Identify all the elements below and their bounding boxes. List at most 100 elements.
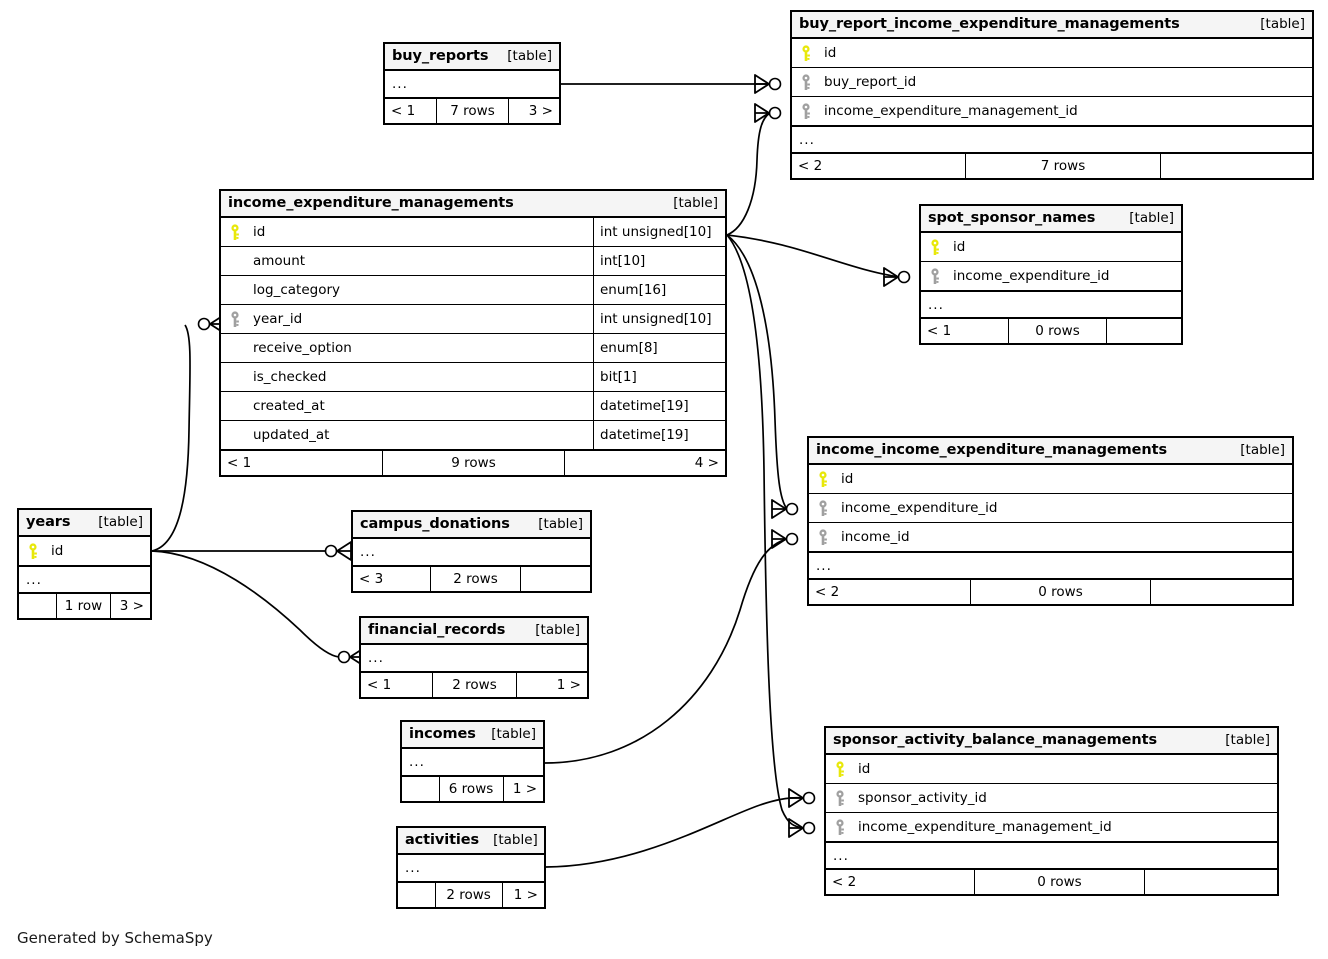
table-header-financial_records: financial_records[table] (361, 618, 587, 645)
table-header-income_expenditure_managements: income_expenditure_managements[table] (221, 191, 725, 218)
more-columns-indicator: ... (792, 126, 1312, 153)
footer-cell[interactable]: 0 rows (971, 580, 1151, 604)
footer-cell[interactable]: 1 > (513, 887, 538, 903)
footer-cell[interactable]: 6 rows (440, 777, 504, 801)
column-row[interactable]: income_expenditure_management_id (826, 813, 1277, 842)
column-row[interactable]: income_expenditure_id (809, 494, 1292, 523)
column-row[interactable]: id (792, 39, 1312, 68)
edge-iem-to-sponsor-balance (726, 234, 805, 829)
column-label: income_expenditure_id (953, 268, 1110, 284)
key-icon-primary (817, 470, 839, 488)
footer-cell[interactable]: < 2 (792, 154, 966, 178)
column-row[interactable]: buy_report_id (792, 68, 1312, 97)
footer-cell[interactable]: < 1 (221, 451, 383, 475)
footer-cell[interactable]: < 1 (361, 673, 433, 697)
table-title: buy_report_income_expenditure_management… (799, 16, 1180, 32)
footer-cell[interactable] (521, 567, 590, 591)
footer-cell[interactable] (1145, 870, 1277, 894)
footer-cell[interactable]: 9 rows (383, 451, 565, 475)
footer-cell[interactable]: 7 rows (437, 99, 509, 123)
footer-cell[interactable]: 2 rows (433, 673, 517, 697)
column-label: income_expenditure_management_id (858, 819, 1112, 835)
footer-cell[interactable]: 1 > (556, 677, 581, 693)
footer-cell[interactable] (402, 777, 440, 801)
table-type-tag: [table] (1260, 16, 1305, 32)
key-icon-foreign (929, 267, 951, 285)
footer-cell[interactable]: < 1 (385, 99, 437, 123)
column-row[interactable]: income_id (809, 523, 1292, 552)
footer-cell[interactable] (398, 883, 436, 907)
column-label: id (51, 543, 64, 559)
more-columns-indicator: ... (385, 71, 559, 98)
key-icon-primary (800, 44, 822, 62)
footer-cell[interactable] (1161, 154, 1312, 178)
footer-cell[interactable]: 1 row (57, 594, 111, 618)
footer-cell[interactable]: 0 rows (1009, 319, 1107, 343)
table-title: income_expenditure_managements (228, 195, 514, 211)
footer-cell[interactable]: 1 > (512, 781, 538, 797)
key-icon-foreign (817, 499, 839, 517)
column-label: income_expenditure_id (841, 500, 998, 516)
footer-cell[interactable]: < 1 (921, 319, 1009, 343)
column-label: id (953, 239, 966, 255)
column-name-cell: buy_report_id (792, 68, 1312, 96)
column-row[interactable]: sponsor_activity_id (826, 784, 1277, 813)
column-type: bit[1] (593, 363, 725, 391)
table-header-income_income_expenditure_managements: income_income_expenditure_managements[ta… (809, 438, 1292, 465)
table-title: campus_donations (360, 516, 510, 532)
column-name-cell: income_expenditure_id (809, 494, 1292, 522)
column-row[interactable]: id (19, 537, 150, 566)
footer-cell[interactable]: < 2 (826, 870, 976, 894)
column-row[interactable]: is_checked bit[1] (221, 363, 725, 392)
column-name-cell: income_id (809, 523, 1292, 551)
footer-cell[interactable] (19, 594, 57, 618)
footer-cell[interactable]: 2 rows (431, 567, 521, 591)
column-type: datetime[19] (593, 421, 725, 449)
footer-cell[interactable]: 3 > (528, 103, 553, 119)
footer-cell[interactable]: < 2 (809, 580, 971, 604)
footer-cell[interactable]: 4 > (694, 455, 719, 471)
table-income_income_expenditure_managements[interactable]: income_income_expenditure_managements[ta… (807, 436, 1294, 606)
footer-cell[interactable] (1107, 319, 1181, 343)
column-row[interactable]: income_expenditure_management_id (792, 97, 1312, 126)
column-label: is_checked (253, 369, 327, 385)
table-type-tag: [table] (535, 622, 580, 638)
footer-cell[interactable]: 2 rows (436, 883, 503, 907)
column-row[interactable]: id (826, 755, 1277, 784)
table-type-tag: [table] (1225, 732, 1270, 748)
column-label: id (824, 45, 837, 61)
footer-cell[interactable] (1151, 580, 1292, 604)
column-label: amount (253, 253, 306, 269)
column-label: id (841, 471, 854, 487)
footer-cell[interactable]: 7 rows (966, 154, 1161, 178)
column-type: int unsigned[10] (593, 305, 725, 333)
column-type: datetime[19] (593, 392, 725, 420)
footer-cell[interactable]: 0 rows (975, 870, 1145, 894)
footer-cell[interactable]: < 3 (353, 567, 431, 591)
footer-cell[interactable]: 3 > (119, 598, 144, 614)
column-row[interactable]: id (809, 465, 1292, 494)
table-sponsor_activity_balance_managements[interactable]: sponsor_activity_balance_managements[tab… (824, 726, 1279, 896)
table-header-incomes: incomes[table] (402, 722, 543, 749)
column-row[interactable]: id (921, 233, 1181, 262)
table-buy_report_income_expenditure_managements[interactable]: buy_report_income_expenditure_management… (790, 10, 1314, 180)
column-row[interactable]: income_expenditure_id (921, 262, 1181, 291)
